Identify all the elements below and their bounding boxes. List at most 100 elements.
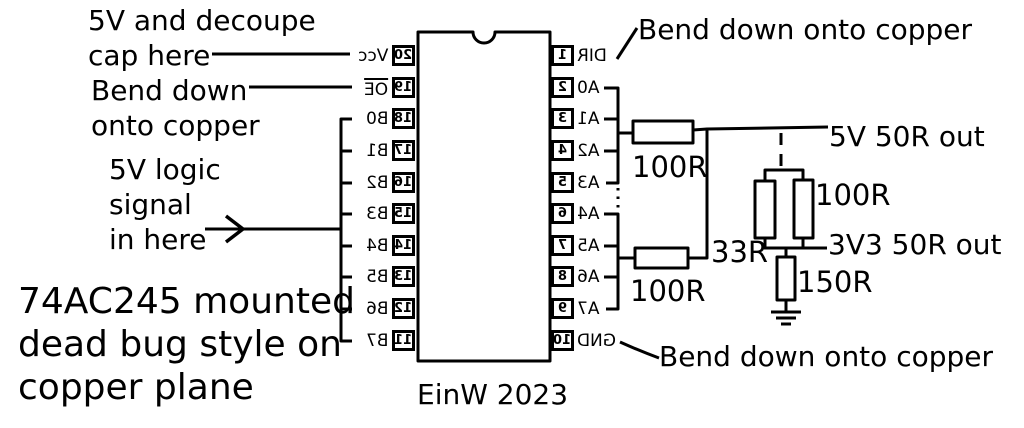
pin-label-text: A2	[577, 141, 600, 161]
pin-number-text: 8	[557, 269, 568, 284]
pin-number-text: 9	[557, 301, 568, 316]
pin-number-text: 20	[394, 48, 413, 63]
pin-box-1: 1	[551, 45, 574, 66]
pin-number-text: 4	[557, 143, 568, 158]
note-dir-bend: Bend down onto copper	[638, 13, 973, 46]
pin-number-text: 7	[557, 238, 568, 253]
output-5v-label: 5V 50R out	[829, 120, 985, 153]
resistor-divider-right-label: 100R	[815, 178, 891, 212]
pin-label-text: A0	[577, 78, 600, 98]
pin-label-text: B3	[365, 204, 388, 224]
pin-label-text: Vcc	[357, 46, 388, 66]
a-bus-lower	[604, 212, 635, 311]
pin-number-text: 6	[557, 206, 568, 221]
note-line: dead bug style on	[18, 324, 342, 365]
pin-number-text: 18	[394, 111, 413, 126]
pin-label-a6: A6	[577, 267, 621, 287]
credit-text: EinW 2023	[417, 378, 569, 411]
pin-number-text: 13	[394, 269, 413, 284]
pin-label-text: B5	[365, 267, 388, 287]
resistor-series-bottom-label: 100R	[630, 274, 706, 308]
resistor-divider-bottom-body	[775, 255, 797, 302]
pin-number-text: 14	[394, 238, 413, 253]
out-5v-line	[692, 125, 829, 132]
pin-number-text: 11	[394, 333, 413, 348]
pin-label-b4: B4	[344, 236, 388, 256]
pin-box-4: 4	[551, 140, 574, 161]
dir-leader-line	[615, 27, 639, 60]
pin-label-oe: OE	[344, 78, 388, 100]
pin-box-11: 11	[392, 330, 415, 351]
pin-label-text: A6	[577, 267, 600, 287]
pin-number-text: 16	[394, 175, 413, 190]
note-line: copper plane	[18, 367, 254, 408]
output-3v3-label: 3V3 50R out	[828, 228, 1002, 261]
pin-label-text: A4	[577, 204, 600, 224]
pin-box-5: 5	[551, 172, 574, 193]
pin-label-a4: A4	[577, 204, 621, 224]
note-line: onto copper	[91, 109, 260, 142]
pin-label-text: OE	[363, 78, 388, 100]
resistor-series-bottom-body	[633, 246, 690, 270]
pin-label-b0: B0	[344, 109, 388, 129]
pin-label-text: B2	[365, 173, 388, 193]
pin-number-text: 19	[394, 80, 413, 95]
note-decoupling: 5V and decoupe cap here	[88, 3, 316, 73]
pin-box-3: 3	[551, 108, 574, 129]
pin-number-text: 3	[557, 111, 568, 126]
pin-label-a3: A3	[577, 173, 621, 193]
note-signal-input: 5V logic signal in here	[109, 152, 221, 257]
pin-label-b3: B3	[344, 204, 388, 224]
pin-label-text: GND	[577, 331, 616, 351]
note-mounting: 74AC245 mounted dead bug style on copper…	[18, 280, 355, 409]
note-line: Bend down	[91, 74, 248, 107]
pin-box-18: 18	[392, 108, 415, 129]
pin-box-12: 12	[392, 298, 415, 319]
pin-label-text: A7	[577, 299, 600, 319]
pin-label-text: A1	[577, 109, 600, 129]
pin-box-14: 14	[392, 235, 415, 256]
pin-label-b5: B5	[344, 267, 388, 287]
pin-number-text: 12	[394, 301, 413, 316]
pin-box-19: 19	[392, 77, 415, 98]
resistor-divider-left-body	[753, 179, 777, 240]
resistor-divider-bottom-label: 150R	[797, 265, 873, 299]
pin-label-a1: A1	[577, 109, 621, 129]
pin-label-text: B6	[365, 299, 388, 319]
gnd-leader-line	[619, 340, 660, 360]
pin-label-a7: A7	[577, 299, 621, 319]
pin-label-a5: A5	[577, 236, 621, 256]
pin-label-b7: B7	[344, 331, 388, 351]
note-oe-bend: Bend down onto copper	[91, 73, 260, 143]
pin-box-10: 10	[551, 330, 574, 351]
pin-label-text: B4	[365, 236, 388, 256]
pin-label-a0: A0	[577, 78, 621, 98]
pin-number-text: 2	[557, 80, 568, 95]
pin-label-b1: B1	[344, 141, 388, 161]
pin-label-text: A5	[577, 236, 600, 256]
resistor-divider-right-body	[792, 178, 815, 240]
pin-box-2: 2	[551, 77, 574, 98]
pin-label-dir: DIR	[577, 46, 621, 66]
pin-box-13: 13	[392, 266, 415, 287]
resistor-series-top-label: 100R	[632, 150, 708, 184]
resistor-series-top-body	[631, 119, 695, 145]
pin-number-text: 1	[557, 48, 568, 63]
pin-number-text: 5	[557, 175, 568, 190]
note-line: in here	[109, 223, 207, 256]
pin-box-15: 15	[392, 203, 415, 224]
pin-box-8: 8	[551, 266, 574, 287]
pin-label-text: DIR	[577, 46, 607, 66]
pin-box-20: 20	[392, 45, 415, 66]
note-line: cap here	[88, 39, 211, 72]
pin-label-text: B7	[365, 331, 388, 351]
pin-box-17: 17	[392, 140, 415, 161]
divider-bottom-stubs	[763, 238, 805, 248]
pin-label-gnd: GND	[577, 331, 621, 351]
note-gnd-bend: Bend down onto copper	[659, 340, 994, 373]
pin-label-b2: B2	[344, 173, 388, 193]
resistor-divider-left-label: 33R	[711, 235, 769, 269]
pin-box-9: 9	[551, 298, 574, 319]
